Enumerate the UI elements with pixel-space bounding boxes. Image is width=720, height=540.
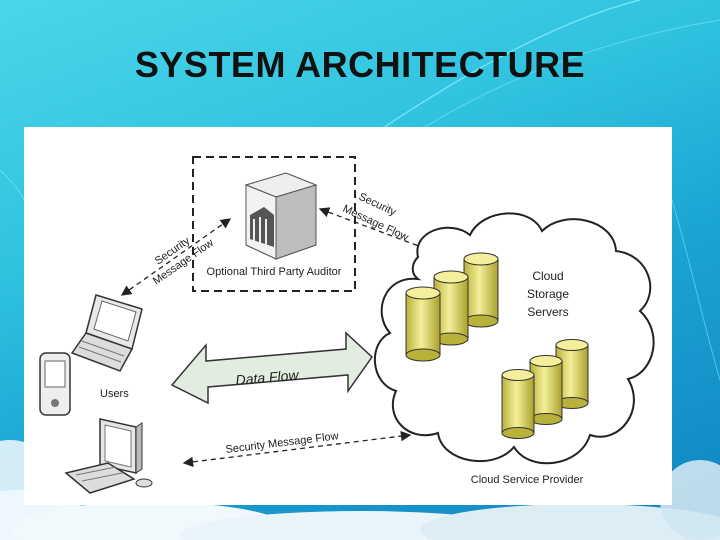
security-flow-bottom-arrow — [182, 430, 412, 468]
desktop-icon — [64, 418, 153, 494]
auditor-label: Optional Third Party Auditor — [207, 266, 342, 278]
auditor-server-icon — [244, 172, 318, 260]
data-flow-arrow — [170, 331, 373, 405]
architecture-diagram: Optional Third Party Auditor Security Me… — [24, 127, 672, 505]
security-flow-right-arrow — [318, 207, 434, 253]
pda-icon — [39, 352, 71, 416]
data-flow-label: Data Flow — [235, 366, 300, 388]
security-flow-bottom-label: Security Message Flow — [225, 430, 339, 456]
cloud-provider-label: Cloud Service Provider — [471, 474, 584, 486]
security-flow-left-arrow — [120, 218, 232, 296]
database-cylinder-icon — [529, 355, 563, 425]
cloud-storage-label-line1: Cloud — [532, 269, 563, 283]
cloud-storage-label-line3: Servers — [527, 305, 568, 319]
cloud-storage-label-line2: Storage — [527, 287, 569, 301]
laptop-icon — [70, 294, 143, 372]
database-cylinder-icon — [405, 286, 441, 362]
database-cylinder-icon — [501, 369, 535, 439]
storage-servers-group-1 — [405, 252, 499, 362]
slide-title: SYSTEM ARCHITECTURE — [134, 44, 586, 85]
users-label: Users — [100, 388, 129, 400]
storage-servers-group-2 — [501, 339, 589, 439]
database-cylinder-icon — [463, 252, 499, 328]
